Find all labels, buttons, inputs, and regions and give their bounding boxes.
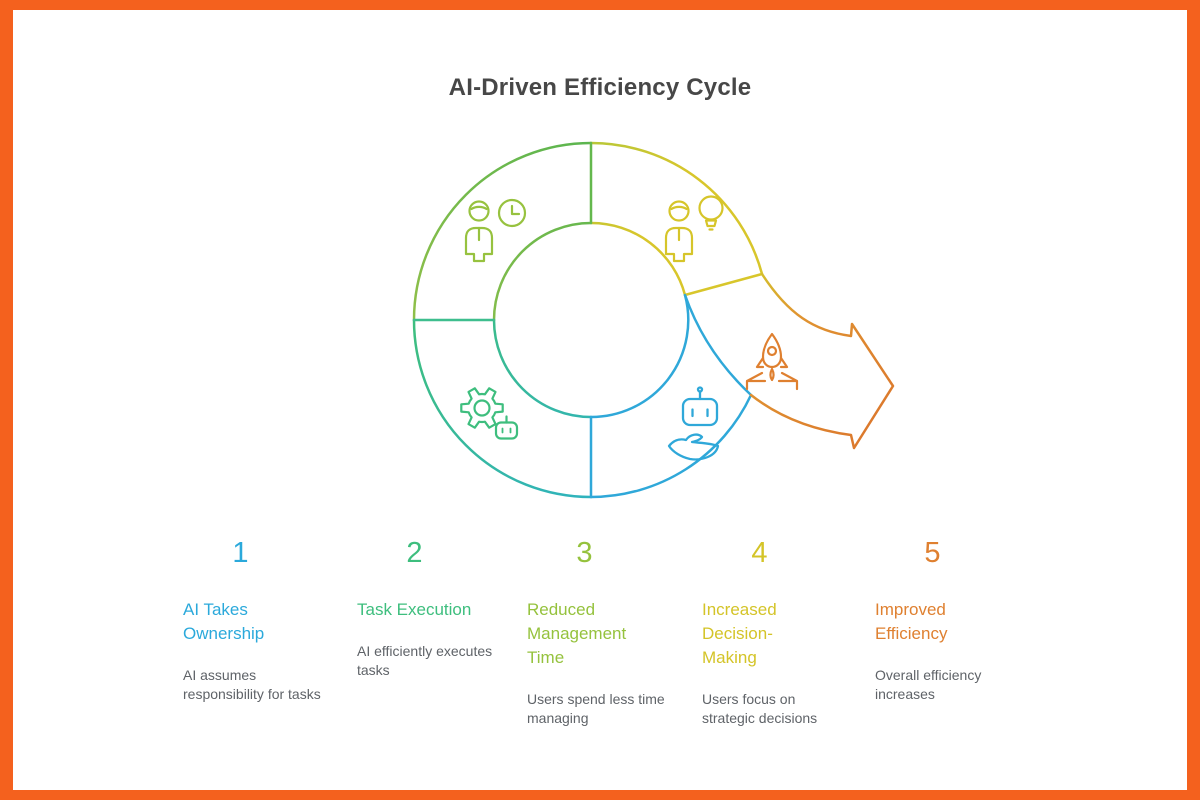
person-lightbulb-icon — [664, 195, 724, 263]
step-label: Increased Decision-Making — [702, 600, 777, 667]
step-column-3: 3 Reduced Management Time Users spend le… — [527, 536, 677, 728]
step-column-2: 2 Task Execution AI efficiently executes… — [357, 536, 507, 680]
person-clock-icon — [464, 198, 527, 263]
step-description: Users focus on strategic decisions — [702, 691, 818, 726]
step-column-4: 4 Increased Decision-Making Users focus … — [702, 536, 852, 728]
step-label: Reduced Management Time — [527, 600, 627, 667]
gear-robot-icon — [460, 387, 519, 440]
step-column-5: 5 Improved Efficiency Overall efficiency… — [875, 536, 1025, 704]
step-label: Task Execution — [357, 600, 472, 619]
step-number: 3 — [576, 537, 593, 569]
step-description: AI efficiently executes tasks — [357, 643, 493, 678]
robot-over-hand-icon — [667, 386, 720, 461]
step-number: 2 — [406, 537, 423, 569]
step-label: Improved Efficiency — [875, 600, 948, 643]
page-title: AI-Driven Efficiency Cycle — [448, 74, 752, 101]
exit-arrow — [749, 272, 895, 450]
rocket-launch-icon — [745, 332, 799, 391]
step-label: AI Takes Ownership — [183, 600, 265, 643]
step-number: 4 — [751, 537, 768, 569]
step-column-1: 1 AI Takes Ownership AI assumes responsi… — [183, 536, 333, 704]
step-description: Users spend less time managing — [527, 691, 665, 726]
step-number: 5 — [924, 537, 941, 569]
cycle-ring — [412, 141, 764, 499]
step-description: AI assumes responsibility for tasks — [183, 667, 321, 702]
step-description: Overall efficiency increases — [875, 667, 982, 702]
step-number: 1 — [232, 537, 249, 569]
